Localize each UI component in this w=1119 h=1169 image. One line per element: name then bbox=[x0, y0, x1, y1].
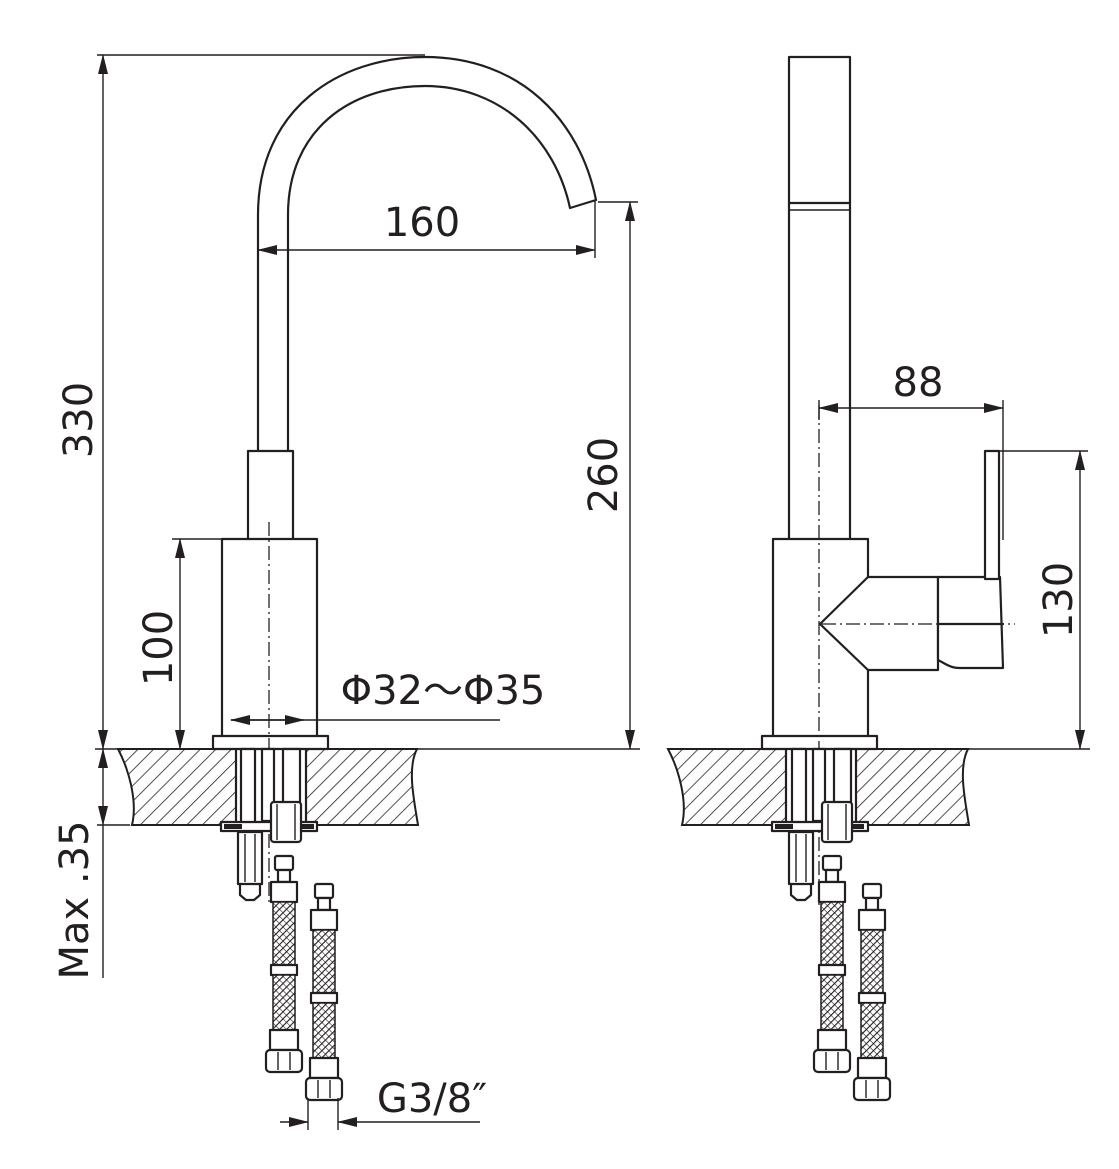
dimension-handle-height: 130 bbox=[985, 450, 1088, 750]
dimension-max-deck-thickness: Max .35 bbox=[52, 748, 130, 980]
side-view bbox=[666, 55, 1090, 1102]
front-supply-hose-right bbox=[304, 882, 344, 1102]
side-supply-hose-left bbox=[812, 854, 852, 1074]
dimension-hole-diameter: Φ32～Φ35 bbox=[230, 668, 546, 725]
front-mounting-hardware bbox=[219, 747, 319, 902]
dimension-base-height-label: 100 bbox=[136, 610, 182, 686]
side-lever-cap bbox=[936, 575, 1005, 670]
front-spout bbox=[256, 55, 598, 514]
dimension-total-height: 330 bbox=[56, 54, 425, 750]
dimension-total-height-label: 330 bbox=[56, 382, 102, 458]
dimension-outlet-height-label: 260 bbox=[581, 437, 627, 513]
side-supply-hose-right bbox=[852, 882, 892, 1102]
side-spout bbox=[787, 55, 852, 544]
front-view bbox=[95, 55, 640, 1102]
dimension-hose-thread: G3/8″ bbox=[280, 1076, 487, 1130]
dimension-base-height: 100 bbox=[136, 538, 222, 750]
dimension-spout-reach: 160 bbox=[257, 200, 596, 258]
front-base-plate bbox=[211, 734, 330, 751]
front-spout-collar bbox=[246, 449, 295, 542]
dimension-side-reach: 88 bbox=[818, 360, 1004, 540]
dimension-spout-reach-label: 160 bbox=[384, 200, 460, 246]
front-supply-hose-left bbox=[264, 854, 304, 1074]
dimension-hole-diameter-label: Φ32～Φ35 bbox=[341, 668, 546, 714]
dimension-handle-height-label: 130 bbox=[1036, 562, 1082, 638]
dimension-outlet-height: 260 bbox=[581, 201, 638, 750]
side-handle bbox=[983, 449, 1001, 581]
dimension-side-reach-label: 88 bbox=[893, 360, 944, 406]
side-mounting-hardware bbox=[770, 747, 870, 902]
dimension-hose-thread-label: G3/8″ bbox=[377, 1076, 487, 1122]
dimension-max-deck-label: Max .35 bbox=[52, 820, 98, 979]
